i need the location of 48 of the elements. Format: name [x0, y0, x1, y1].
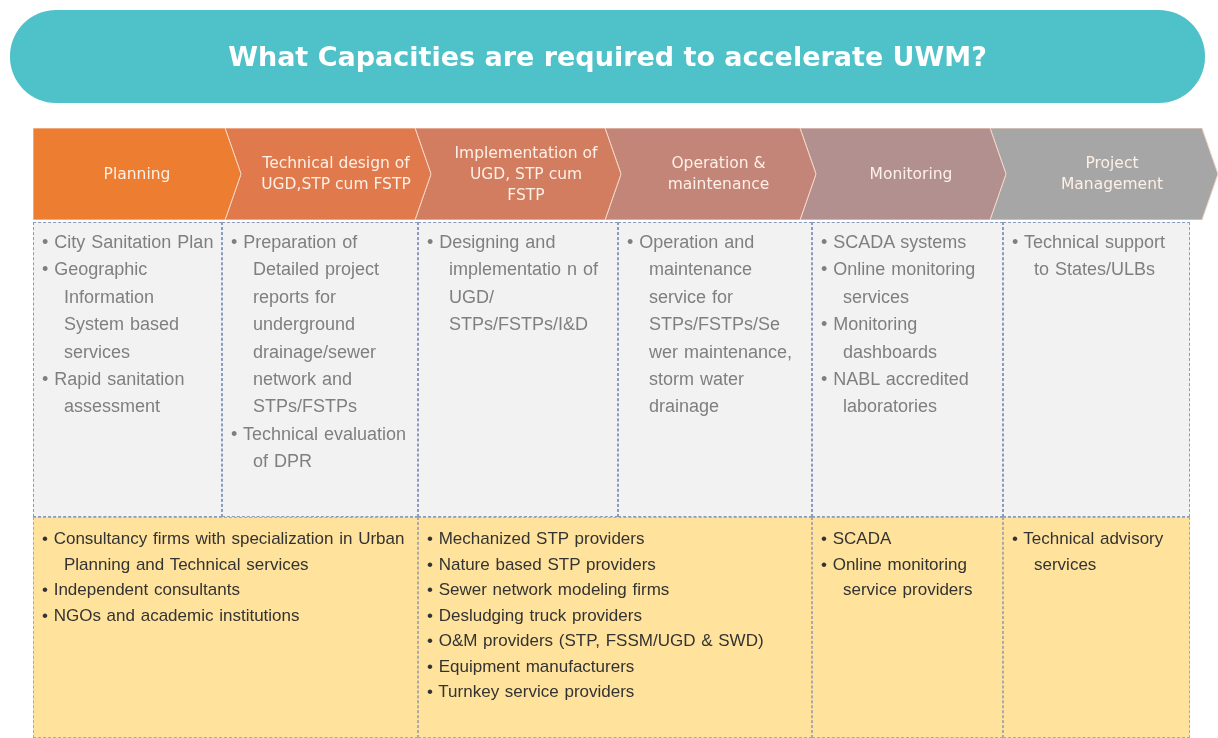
chevron-label: Monitoring — [869, 163, 953, 185]
bullet-item: • Designing and implementatio n of UGD/ STPs/FSTPs/I&D — [427, 231, 600, 337]
bullet-item: • NABL accredited laboratories — [821, 368, 970, 419]
chevron-label: Operation & maintenance — [666, 153, 771, 195]
bullet-item: • City Sanitation Plan — [42, 231, 215, 254]
chevron-label: Implementation of UGD, STP cum FSTP — [453, 142, 599, 206]
bullet-item: • Sewer network modeling firms — [427, 579, 671, 601]
bullet-item: • SCADA systems — [821, 231, 968, 254]
bullet-item: • SCADA — [821, 528, 893, 550]
bullet-item: • Technical evaluation of DPR — [231, 422, 408, 474]
chevron-label: Project Management — [1059, 153, 1165, 195]
provider-cell — [1003, 517, 1190, 738]
bullet-item: • Consultancy firms with specialization in Urban Planning and Technical services — [42, 528, 406, 576]
service-cell — [618, 222, 812, 517]
bullet-item: • Online monitoring service providers — [821, 553, 974, 601]
process-step-banner — [225, 128, 431, 220]
bullet-item: • Preparation of Detailed project reports for underground drainage/sewer network and STPs/FSTPs — [231, 231, 381, 419]
provider-cell — [812, 517, 1003, 738]
bullet-item: • Technical advisory services — [1012, 528, 1165, 576]
bullet-item: • Rapid sanitation assessment — [42, 368, 186, 419]
service-cell — [222, 222, 418, 517]
bullet-item: • O&M providers (STP, FSSM/UGD & SWD) — [427, 630, 765, 652]
bullet-item: • Online monitoring services — [821, 258, 977, 309]
title-text: What Capacities are required to accelerate UWM? — [228, 41, 987, 72]
bullet-item: • Technical support to States/ULBs — [1012, 231, 1167, 282]
provider-cell — [33, 517, 418, 738]
provider-cell — [418, 517, 812, 738]
bullet-item: • Equipment manufacturers — [427, 655, 636, 678]
service-cell — [1003, 222, 1190, 517]
service-cell — [418, 222, 618, 517]
process-step-banner — [800, 128, 1006, 220]
bullet-item: • Independent consultants — [42, 579, 241, 601]
bullet-item: • Mechanized STP providers — [427, 528, 646, 550]
process-step-banner — [33, 128, 241, 220]
process-step-banner — [990, 128, 1218, 220]
bullet-item: • Nature based STP providers — [427, 553, 657, 576]
bullet-item: • Geographic Information System based services — [42, 258, 181, 364]
bullet-item: • Desludging truck providers — [427, 604, 643, 627]
process-step-banner — [605, 128, 816, 220]
bullet-item: • NGOs and academic institutions — [42, 604, 301, 627]
chevron-label: Planning — [103, 163, 171, 185]
process-step-banner — [415, 128, 621, 220]
service-cell — [812, 222, 1003, 517]
service-cell — [33, 222, 222, 517]
chevron-label: Technical design of UGD,STP cum FSTP — [260, 153, 412, 195]
bullet-item: • Operation and maintenance service for STPs/FSTPs/Se wer maintenance, storm water drainage — [627, 231, 794, 419]
bullet-item: • Turnkey service providers — [427, 681, 636, 703]
bullet-item: • Monitoring dashboards — [821, 313, 939, 364]
